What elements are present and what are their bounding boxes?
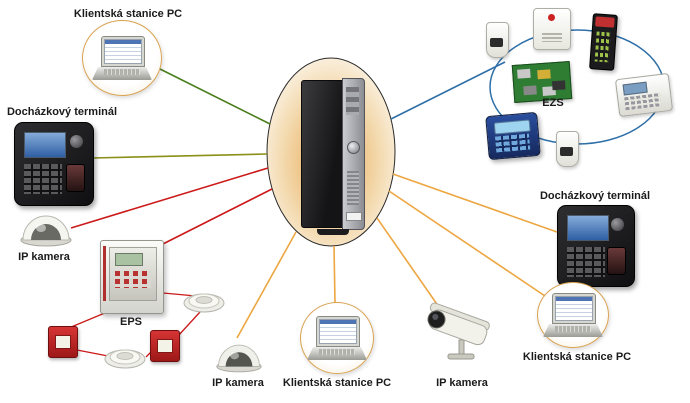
ip-camera-bottom-label: IP kamera [212,377,264,389]
laptop-screen [552,293,596,324]
bullet-camera-icon [427,302,490,360]
link-attendance-left [91,153,268,159]
terminal-fingerprint-sensor [607,247,626,275]
fire-panel-stripe [103,246,106,301]
dome-camera-left-icon [20,215,72,247]
terminal-screen [24,132,66,158]
client-pc-top-node [82,20,162,96]
server-vent-grill [347,171,359,205]
server-front-panel [342,78,365,230]
laptop-keyboard [555,326,591,332]
server-side-panel [301,80,345,228]
link-ip-camera-left [70,167,269,229]
link-client-pc-bottom [333,245,336,304]
keypad-icon [614,72,674,118]
call-point-glass [157,339,173,353]
laptop-keyboard-base [543,324,603,337]
attendance-terminal-right-icon [557,205,635,287]
siren-icon [533,8,571,50]
link-ezs [390,61,506,120]
eps-label: EPS [119,316,143,328]
attendance-right-label: Docházkový terminál [539,190,651,202]
laptop-screen [101,36,145,67]
fire-panel-door [109,247,157,301]
laptop-keyboard-base [307,347,367,360]
fire-alarm-panel-icon [100,240,164,314]
eps-loop-5 [162,292,197,297]
client-pc-top-label: Klientská stanice PC [73,8,183,20]
ip-camera-left-label: IP kamera [18,251,70,263]
terminal-keypad [567,247,605,277]
pir-sensor-icon [556,131,579,167]
lcd-keypad-icon [485,111,541,161]
server-logo-button [347,141,360,154]
laptop-keyboard [104,69,140,75]
ip-camera-right-label: IP kamera [436,377,488,389]
laptop-icon [543,293,603,337]
server-drive-bays [346,87,359,115]
laptop-keyboard [319,349,355,355]
client-pc-bottom-label: Klientská stanice PC [282,377,392,389]
laptop-display [319,319,357,344]
pir-sensor-icon [486,22,509,58]
server-tower-icon [301,78,365,235]
ezs-label: EZS [542,97,564,109]
laptop-screen [316,316,360,347]
link-attendance-right [392,173,558,233]
laptop-display [555,296,593,321]
laptop-icon [307,316,367,360]
link-client-pc-right [388,190,546,297]
laptop-display [104,39,142,64]
link-client-pc-top [157,67,271,125]
attendance-terminal-left-icon [14,122,94,206]
client-pc-right-node [537,282,609,348]
client-pc-bottom-node [300,302,374,374]
server-badge [346,212,362,221]
call-point-left-icon [48,326,78,358]
client-pc-right-label: Klientská stanice PC [522,351,632,363]
eps-loop-2 [76,349,109,357]
eps-loop-4 [177,311,201,337]
card-reader-icon [589,13,618,71]
link-ip-camera-bottom [236,231,297,339]
smoke-detector-right-icon [183,293,225,313]
terminal-led [70,135,83,148]
terminal-keypad [24,164,62,194]
smoke-detector-bottom-icon [104,349,146,369]
terminal-led [611,218,624,231]
terminal-fingerprint-sensor [66,164,85,192]
call-point-glass [55,335,71,349]
laptop-icon [92,36,152,80]
dome-camera-bottom-icon [216,344,262,373]
laptop-keyboard-base [92,67,152,80]
attendance-left-label: Docházkový terminál [6,106,118,118]
fire-panel-lcd [115,253,143,266]
server-stand [317,229,349,235]
terminal-screen [567,215,609,241]
link-eps [154,188,273,249]
fire-panel-buttons [115,271,151,288]
call-point-right-icon [150,330,180,362]
